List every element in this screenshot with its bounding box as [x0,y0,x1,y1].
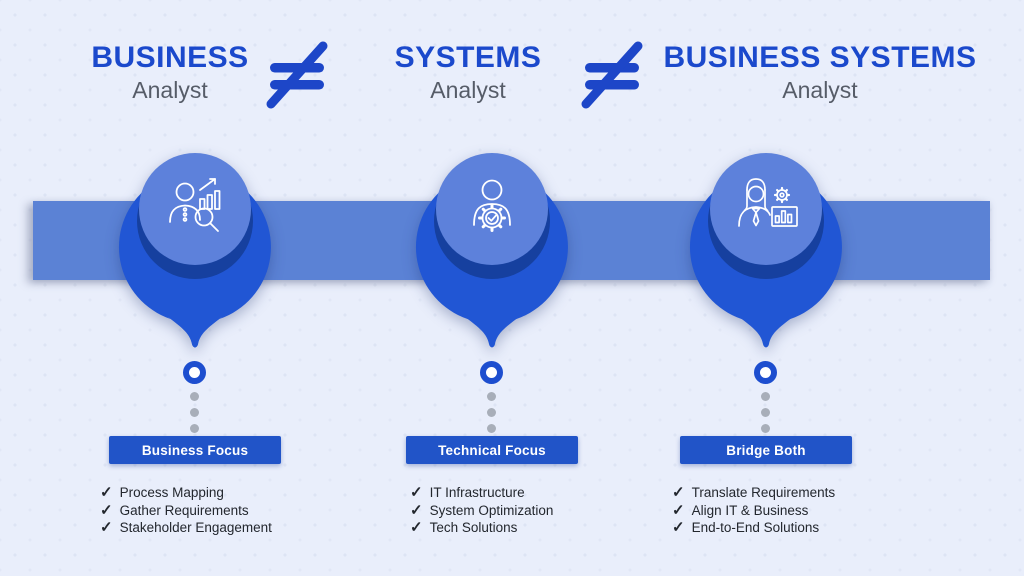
title-business-systems-sub: Analyst [782,76,858,103]
pin-systems-analyst [415,153,568,348]
checklist-row: ✓ Align IT & Business [672,502,835,520]
connector-dot [190,424,199,433]
title-business-sub: Analyst [132,76,208,103]
checklist-item-label: System Optimization [429,502,554,518]
label-technical-focus: Technical Focus [406,436,578,464]
checklist-row: ✓ Translate Requirements [672,484,835,502]
checklist-item-label: Gather Requirements [119,502,249,518]
check-icon: ✓ [100,484,113,502]
connector-dot [761,392,770,401]
title-business-analyst: BUSINESS Analyst [91,42,248,104]
checklist-item-label: IT Infrastructure [429,485,525,501]
person-chart-magnifier-icon [169,178,221,232]
checklist-item-label: Align IT & Business [691,502,809,518]
checklist-row: ✓ Tech Solutions [410,519,553,537]
title-systems-main: SYSTEMS [394,41,542,74]
checklist-item-label: Tech Solutions [429,520,518,536]
check-icon: ✓ [672,484,685,502]
connector-ring [754,361,777,384]
check-icon: ✓ [672,501,685,519]
checklist-item-label: Translate Requirements [691,485,836,501]
connector-dot [487,392,496,401]
connector-dot [487,408,496,417]
checklist-row: ✓ IT Infrastructure [410,484,553,502]
connector-ring [183,361,206,384]
check-icon: ✓ [410,519,423,537]
checklist-row: ✓ System Optimization [410,502,553,520]
checklist-row: ✓ Stakeholder Engagement [100,519,272,537]
checklist-item-label: Process Mapping [119,485,224,501]
checklist-business-focus: ✓ Process Mapping ✓ Gather Requirements … [100,484,272,537]
connector-dot [761,408,770,417]
checklist-bridge-both: ✓ Translate Requirements ✓ Align IT & Bu… [672,484,835,537]
checklist-row: ✓ Gather Requirements [100,502,272,520]
not-equal-icon [266,41,328,109]
connector-dot [190,392,199,401]
connector-dot [487,424,496,433]
connector-dot [761,424,770,433]
person-gear-barchart-icon [738,178,798,227]
connector-dot [190,408,199,417]
check-icon: ✓ [100,519,113,537]
checklist-item-label: Stakeholder Engagement [119,520,272,536]
pin-business-systems-analyst [689,153,842,348]
connector-ring [480,361,503,384]
title-business-systems-analyst: BUSINESS SYSTEMS Analyst [663,42,976,104]
title-systems-sub: Analyst [430,76,506,103]
pin-business-analyst [118,153,271,348]
title-systems-analyst: SYSTEMS Analyst [395,42,542,104]
checklist-technical-focus: ✓ IT Infrastructure ✓ System Optimizatio… [410,484,553,537]
label-business-focus: Business Focus [109,436,281,464]
person-gear-check-icon [473,179,511,232]
checklist-item-label: End-to-End Solutions [691,520,820,536]
label-bridge-both: Bridge Both [680,436,852,464]
check-icon: ✓ [672,519,685,537]
check-icon: ✓ [410,501,423,519]
checklist-row: ✓ End-to-End Solutions [672,519,835,537]
check-icon: ✓ [100,501,113,519]
checklist-row: ✓ Process Mapping [100,484,272,502]
title-business-main: BUSINESS [91,41,249,74]
check-icon: ✓ [410,484,423,502]
title-business-systems-main: BUSINESS SYSTEMS [663,41,977,74]
not-equal-icon [581,41,643,109]
